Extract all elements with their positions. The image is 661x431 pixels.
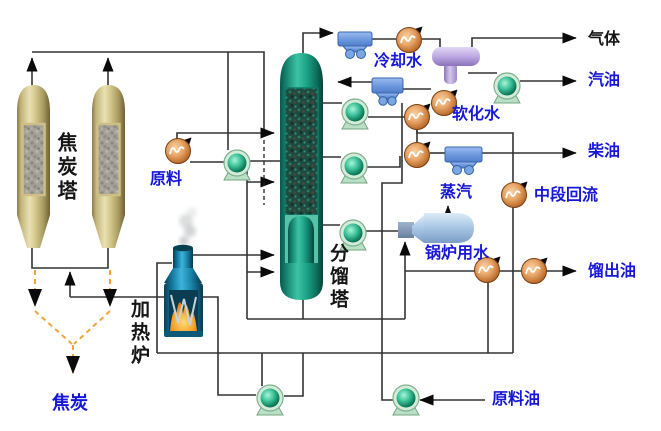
- label-boiler-water: 锅炉用水: [425, 243, 490, 262]
- label-diesel: 柴油: [588, 141, 621, 160]
- coke-tower-1: [17, 85, 50, 248]
- pump-icon-feed: [223, 149, 251, 181]
- steam-generator: [398, 213, 474, 243]
- label-feed: 原料: [150, 169, 183, 188]
- pipe-to-separator: [422, 38, 441, 47]
- label-cooling-water: 冷却水: [374, 51, 423, 70]
- heat-exchanger-icon-softwater-2: [403, 102, 432, 131]
- label-middle-reflux: 中段回流: [534, 185, 599, 204]
- fractionation-tower: [280, 53, 323, 300]
- pipe-pumpB-out: [381, 353, 393, 401]
- label-coke: 焦炭: [52, 393, 88, 414]
- cooler-diesel: [444, 146, 483, 175]
- heat-exchanger-icon-diesel: [403, 140, 432, 169]
- coke-tower-2: [92, 85, 125, 248]
- label-distillate-oil: 馏出油: [588, 261, 637, 280]
- heat-exchanger-icon-distillate-2: [520, 256, 549, 285]
- pump-icon-bottoms: [256, 384, 284, 416]
- heating-furnace: [164, 207, 203, 337]
- smoke: [179, 207, 197, 246]
- label-gasoline: 汽油: [588, 70, 621, 89]
- gas-liquid-separator: [432, 47, 480, 84]
- label-coke-tower: 焦炭塔: [54, 132, 78, 204]
- pump-icon-gasoline: [493, 72, 521, 104]
- heat-exchanger-icon-overhead: [395, 25, 424, 54]
- label-gas: 气体: [588, 29, 621, 48]
- label-softened-water: 软化水: [452, 104, 501, 123]
- pipe-network: [26, 27, 577, 406]
- pipe-gas-out: [471, 32, 577, 47]
- label-raw-oil: 原料油: [492, 389, 541, 408]
- cooler-overhead: [337, 31, 373, 59]
- pipe-furnace-feed: [156, 262, 172, 353]
- pump-icon-reflux: [341, 98, 369, 130]
- inner-bell: [288, 216, 314, 263]
- heat-exchanger-icon-midreflux: [500, 180, 529, 209]
- coke-tower-2-window: [96, 122, 121, 197]
- coke-discharge-dashed-line: [28, 270, 117, 374]
- coil-icon: [170, 294, 197, 326]
- pipe-mid-vertical: [381, 103, 403, 353]
- label-fractionation-tower: 分馏塔: [327, 243, 349, 312]
- packing-window: [284, 87, 319, 216]
- label-heating-furnace: 加热炉: [128, 299, 150, 368]
- coke-tower-1-window: [21, 122, 46, 197]
- pipe-coke-drum-header: [31, 248, 109, 269]
- heat-exchanger-icon-feed: [164, 136, 193, 165]
- pipe-pumpA-out: [284, 353, 304, 397]
- pipe-feed-to-tower: [176, 127, 275, 140]
- pipe-overhead-header: [32, 51, 265, 133]
- pipe-tower-overhead: [302, 27, 334, 55]
- pipe-furnace-right: [202, 296, 256, 396]
- label-steam: 蒸汽: [440, 182, 473, 201]
- pump-icon-rawoil: [392, 384, 420, 416]
- pipe-pump2-out: [367, 156, 401, 168]
- pump-icon-diesel: [340, 152, 368, 184]
- cooler-reflux: [371, 77, 404, 106]
